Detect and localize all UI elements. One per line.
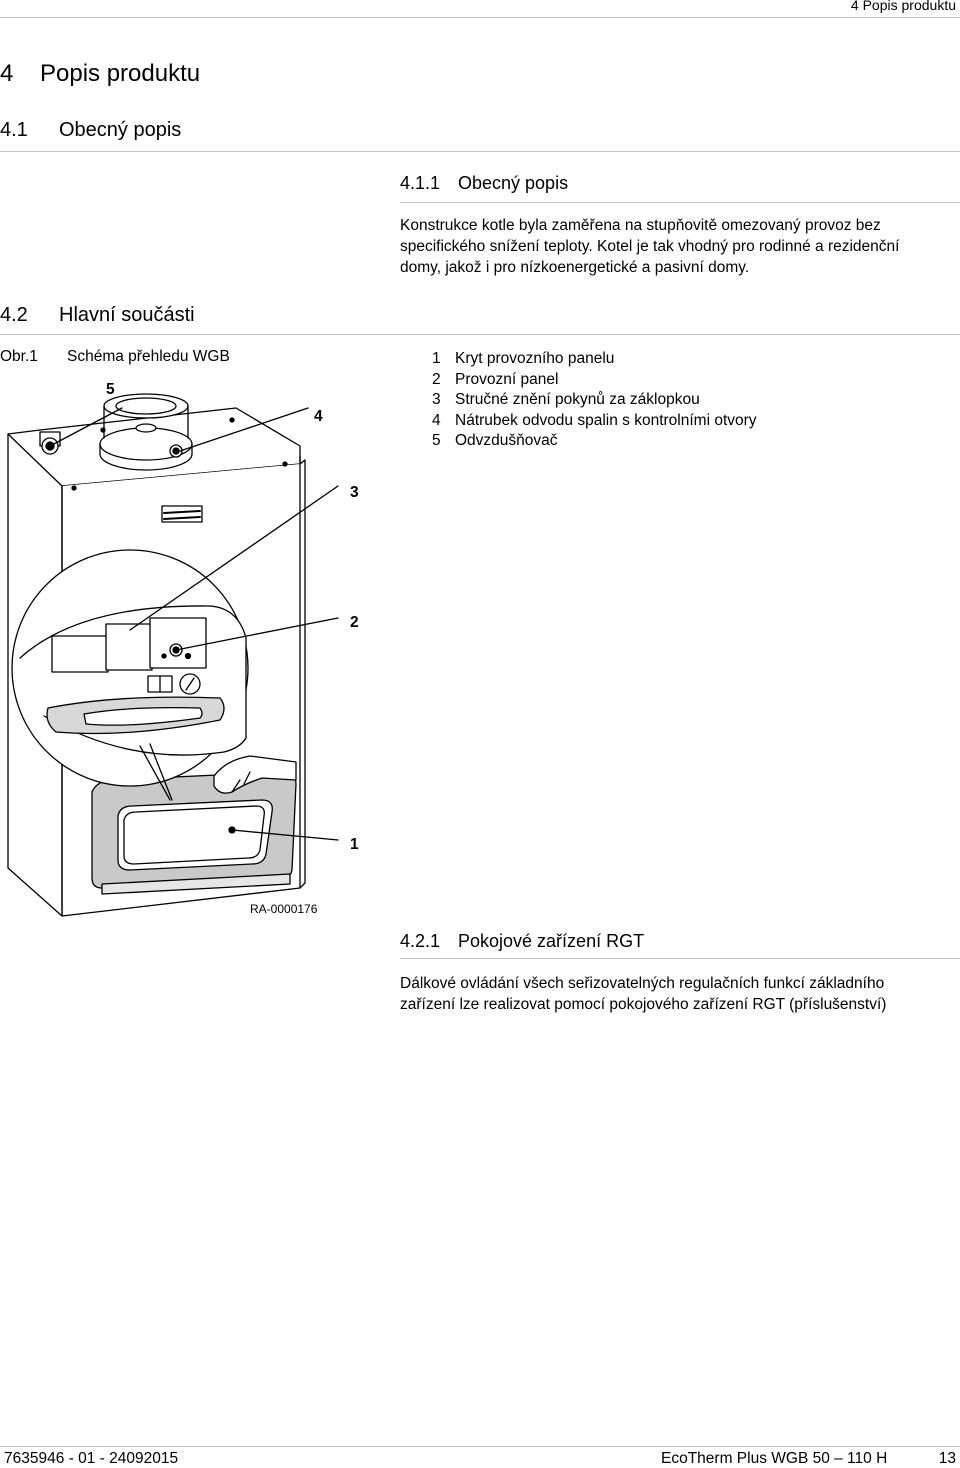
legend-number: 5: [432, 432, 441, 449]
footer-rule: [0, 1446, 960, 1447]
legend-item: 3 Stručné znění pokynů za záklopkou: [429, 390, 757, 411]
section-4-2-number: 4.2: [0, 304, 28, 326]
section-4-2-title: Hlavní součásti: [59, 304, 195, 326]
subsection-rule: [400, 958, 960, 959]
section-4-1-number: 4.1: [0, 119, 28, 141]
callout-2: 2: [350, 614, 359, 631]
figure-code: RA-0000176: [250, 902, 318, 916]
section-4-2-1-title: Pokojové zařízení RGT: [458, 931, 645, 951]
subsection-rule: [400, 202, 960, 203]
section-rule: [0, 334, 960, 335]
legend-item: 1 Kryt provozního panelu: [429, 349, 757, 370]
section-4-1-1-heading: 4.1.1 Obecný popis: [400, 173, 568, 194]
footer-product: EcoTherm Plus WGB 50 – 110 H: [661, 1450, 888, 1467]
chapter-heading: 4 Popis produktu: [0, 60, 200, 88]
text-line: Konstrukce kotle byla zaměřena na stupňo…: [400, 217, 881, 234]
chapter-title: Popis produktu: [40, 60, 201, 87]
callout-1: 1: [350, 836, 359, 853]
legend-number: 3: [432, 391, 441, 408]
text-line: zařízení lze realizovat pomocí pokojovéh…: [400, 996, 887, 1013]
callout-5: 5: [106, 381, 115, 398]
section-4-2-1-heading: 4.2.1 Pokojové zařízení RGT: [400, 931, 644, 952]
legend-item: 4 Nátrubek odvodu spalin s kontrolními ot…: [429, 411, 757, 432]
section-4-2-1-text: Dálkové ovládání všech seřizovatelných r…: [400, 973, 886, 1015]
callout-3: 3: [350, 484, 359, 501]
legend-text: Kryt provozního panelu: [455, 350, 615, 367]
callout-4: 4: [314, 408, 323, 425]
legend-text: Odvzdušňovač: [455, 432, 558, 449]
chapter-number: 4: [0, 60, 14, 87]
legend-item: 2 Provozní panel: [429, 370, 757, 391]
legend-number: 4: [432, 411, 441, 429]
figure-caption: Schéma přehledu WGB: [67, 348, 230, 365]
legend-text: Provozní panel: [455, 370, 559, 388]
legend-number: 1: [432, 350, 441, 367]
legend-number: 2: [432, 370, 441, 388]
section-4-1-heading: 4.1 Obecný popis: [0, 119, 181, 142]
footer-page-number: 13: [938, 1450, 956, 1467]
legend-text: Stručné znění pokynů za záklopkou: [455, 391, 700, 408]
section-rule: [0, 151, 960, 152]
section-4-1-1-text: Konstrukce kotle byla zaměřena na stupňo…: [400, 215, 899, 278]
section-4-1-title: Obecný popis: [59, 119, 182, 141]
legend-text: Nátrubek odvodu spalin s kontrolními otv…: [455, 411, 757, 429]
running-header: 4 Popis produktu: [850, 0, 956, 13]
section-4-1-1-number: 4.1.1: [400, 173, 441, 193]
text-line: domy, jakož i pro nízkoenergetické a pas…: [400, 259, 750, 276]
figure-label: Obr.1: [0, 348, 38, 365]
text-line: Dálkové ovládání všech seřizovatelných r…: [400, 975, 885, 992]
header-rule: [0, 17, 960, 18]
section-4-1-1-title: Obecný popis: [458, 173, 569, 193]
boiler-illustration: [7, 393, 339, 917]
section-4-2-1-number: 4.2.1: [400, 931, 441, 951]
footer-doc-code: 7635946 - 01 - 24092015: [4, 1450, 179, 1467]
section-4-2-heading: 4.2 Hlavní součásti: [0, 304, 195, 327]
text-line: specifického snížení teploty. Kotel je t…: [400, 238, 900, 255]
legend-item: 5 Odvzdušňovač: [429, 431, 757, 452]
